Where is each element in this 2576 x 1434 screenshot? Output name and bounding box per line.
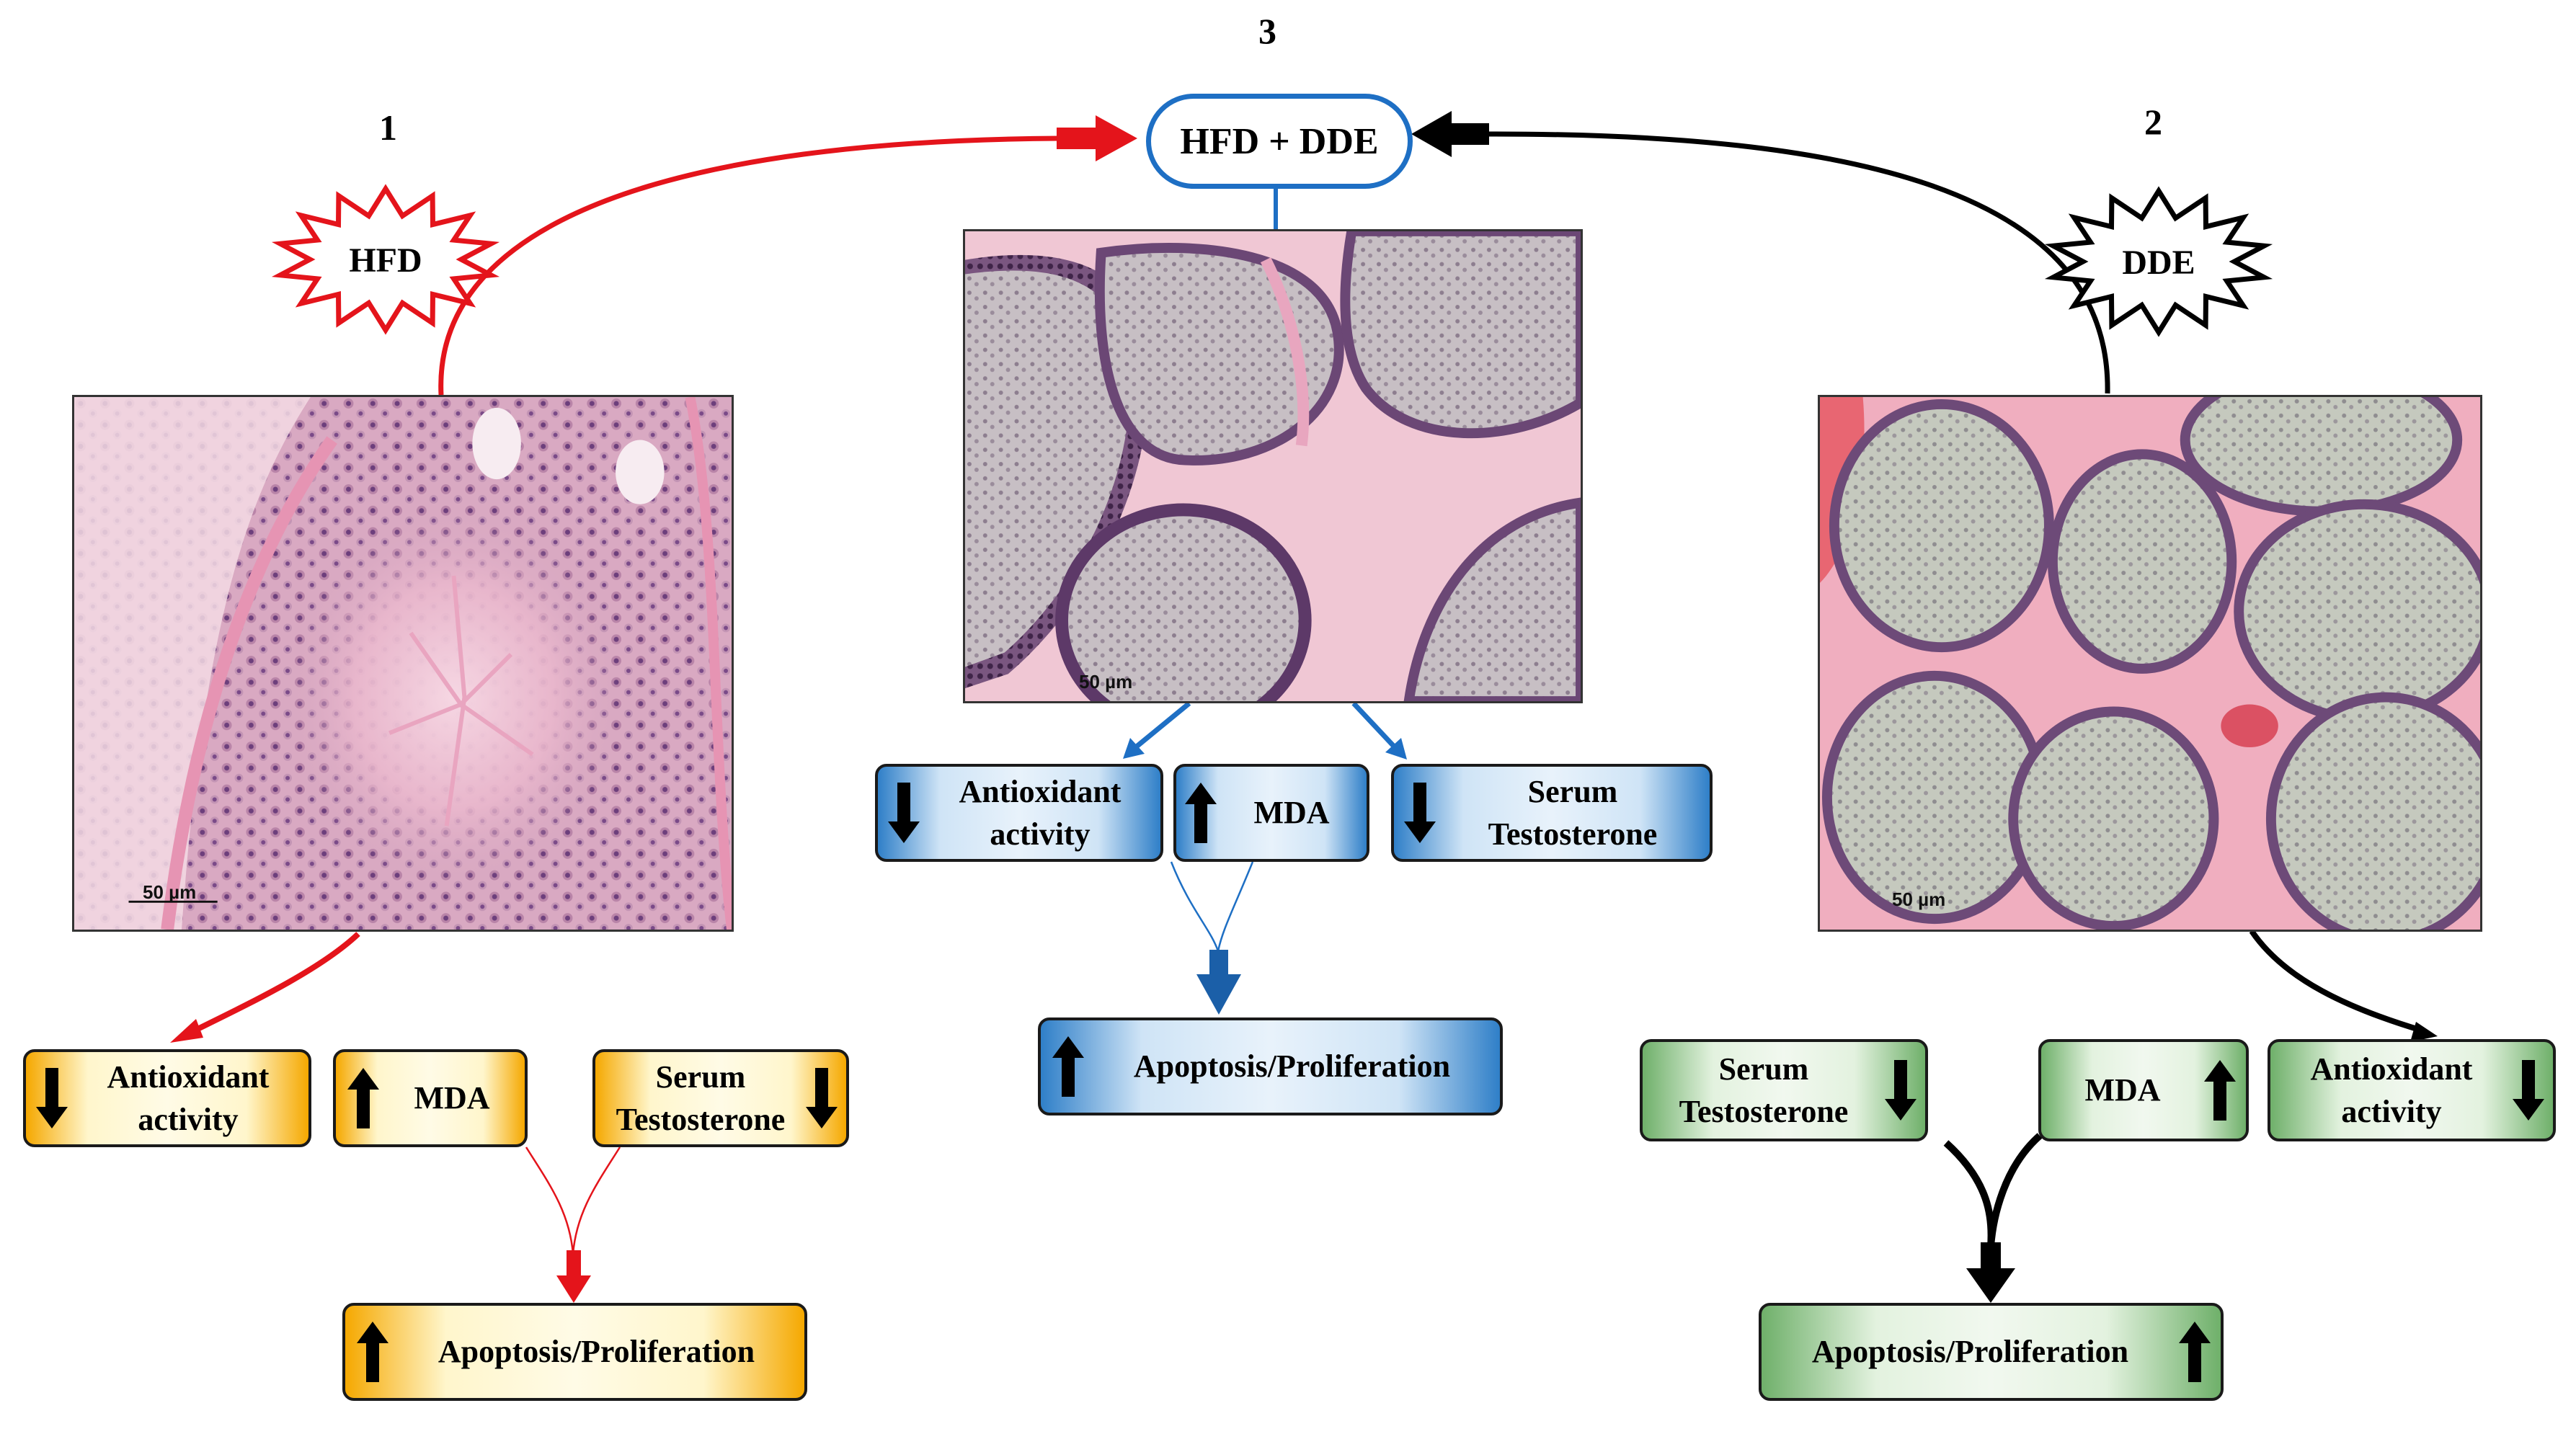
combined-apoptosis-label: Apoptosis/Proliferation bbox=[1133, 1048, 1451, 1085]
combo-to-testosterone-arrow bbox=[1351, 701, 1399, 752]
hfd-to-antioxidant-arrow bbox=[179, 932, 360, 1041]
combo-merge-arrow bbox=[1196, 950, 1241, 1015]
hfd-to-combo-curve bbox=[438, 135, 1060, 396]
down-arrow-icon bbox=[1404, 783, 1436, 843]
dde-antioxidant-box: Antioxidant activity bbox=[2268, 1039, 2556, 1141]
hfd-mda-label: MDA bbox=[414, 1080, 490, 1116]
dde-merge-arrow bbox=[1966, 1242, 2015, 1303]
combined-mda-label: MDA bbox=[1253, 795, 1330, 831]
up-arrow-icon bbox=[1185, 783, 1217, 843]
blue-arrowhead-left bbox=[1123, 738, 1145, 759]
blue-arrowhead-right bbox=[1385, 738, 1407, 760]
down-arrow-icon bbox=[888, 783, 920, 843]
dde-mda-box: MDA bbox=[2038, 1039, 2249, 1141]
combined-testosterone-line1: Serum bbox=[1527, 773, 1618, 809]
dde-to-combo-curve bbox=[1488, 131, 2110, 394]
combo-to-antioxidant-arrow bbox=[1131, 701, 1191, 752]
hfd-testosterone-line1: Serum bbox=[655, 1059, 746, 1095]
red-arrowhead bbox=[170, 1019, 203, 1043]
combo-merge-line-left bbox=[1170, 861, 1220, 952]
black-arrowhead bbox=[2410, 1022, 2438, 1042]
panel-number-1: 1 bbox=[379, 107, 397, 148]
dde-histology-micrograph: 50 µm bbox=[1818, 395, 2482, 932]
hfd-scale-bar: 50 µm bbox=[143, 881, 197, 903]
hfd-histology-micrograph: 50 µm bbox=[72, 395, 734, 932]
red-block-arrow bbox=[1057, 115, 1137, 161]
dde-starburst-icon: DDE bbox=[2044, 186, 2273, 337]
hfd-merge-arrow bbox=[556, 1250, 591, 1303]
dde-testosterone-line2: Testosterone bbox=[1679, 1094, 1849, 1129]
dde-label: DDE bbox=[2122, 244, 2195, 282]
combined-antioxidant-line2: activity bbox=[990, 816, 1091, 852]
up-arrow-icon bbox=[2204, 1060, 2236, 1121]
hfd-starburst-icon: HFD bbox=[271, 184, 500, 335]
hfd-apoptosis-label: Apoptosis/Proliferation bbox=[438, 1334, 755, 1370]
down-arrow-icon bbox=[36, 1068, 68, 1128]
combined-apoptosis-box: Apoptosis/Proliferation bbox=[1038, 1017, 1503, 1115]
dde-antioxidant-line2: activity bbox=[2341, 1094, 2442, 1129]
dde-scale-bar: 50 µm bbox=[1892, 889, 1946, 910]
panel-number-3: 3 bbox=[1258, 11, 1276, 51]
dde-merge-line-left bbox=[1943, 1140, 1995, 1247]
up-arrow-icon bbox=[1052, 1036, 1084, 1097]
down-arrow-icon bbox=[2513, 1060, 2544, 1121]
dde-testosterone-line1: Serum bbox=[1718, 1051, 1809, 1087]
hfd-testosterone-line2: Testosterone bbox=[616, 1102, 786, 1137]
dde-antioxidant-line1: Antioxidant bbox=[2310, 1051, 2473, 1087]
hfd-merge-line-left bbox=[525, 1146, 574, 1255]
panel-number-2: 2 bbox=[2144, 102, 2162, 142]
combined-histology-micrograph: 50 µm bbox=[963, 229, 1583, 703]
hfd-mda-box: MDA bbox=[333, 1049, 528, 1147]
down-arrow-icon bbox=[1885, 1060, 1917, 1121]
dde-to-antioxidant-arrow bbox=[2249, 929, 2423, 1033]
up-arrow-icon bbox=[2179, 1322, 2211, 1382]
dde-mda-label: MDA bbox=[2084, 1072, 2161, 1108]
hfd-antioxidant-line2: activity bbox=[138, 1102, 239, 1137]
combined-scale-bar: 50 µm bbox=[1079, 671, 1133, 692]
dde-apoptosis-label: Apoptosis/Proliferation bbox=[1811, 1334, 2129, 1370]
hfd-apoptosis-box: Apoptosis/Proliferation bbox=[342, 1303, 807, 1401]
up-arrow-icon bbox=[357, 1322, 388, 1382]
combined-treatment-label: HFD + DDE bbox=[1146, 94, 1413, 189]
hfd-merge-line-right bbox=[572, 1146, 621, 1255]
combo-merge-line-right bbox=[1217, 861, 1254, 952]
dde-merge-line-right bbox=[1987, 1133, 2043, 1247]
combined-testosterone-line2: Testosterone bbox=[1488, 816, 1658, 852]
down-arrow-icon bbox=[806, 1068, 838, 1128]
combined-antioxidant-box: Antioxidant activity bbox=[875, 764, 1163, 862]
black-block-arrow bbox=[1411, 111, 1489, 157]
hfd-antioxidant-box: Antioxidant activity bbox=[23, 1049, 311, 1147]
hfd-label: HFD bbox=[349, 241, 422, 280]
dde-apoptosis-box: Apoptosis/Proliferation bbox=[1759, 1303, 2224, 1401]
hfd-antioxidant-line1: Antioxidant bbox=[107, 1059, 270, 1095]
up-arrow-icon bbox=[347, 1068, 379, 1128]
combined-mda-box: MDA bbox=[1173, 764, 1369, 862]
combined-antioxidant-line1: Antioxidant bbox=[959, 773, 1122, 809]
